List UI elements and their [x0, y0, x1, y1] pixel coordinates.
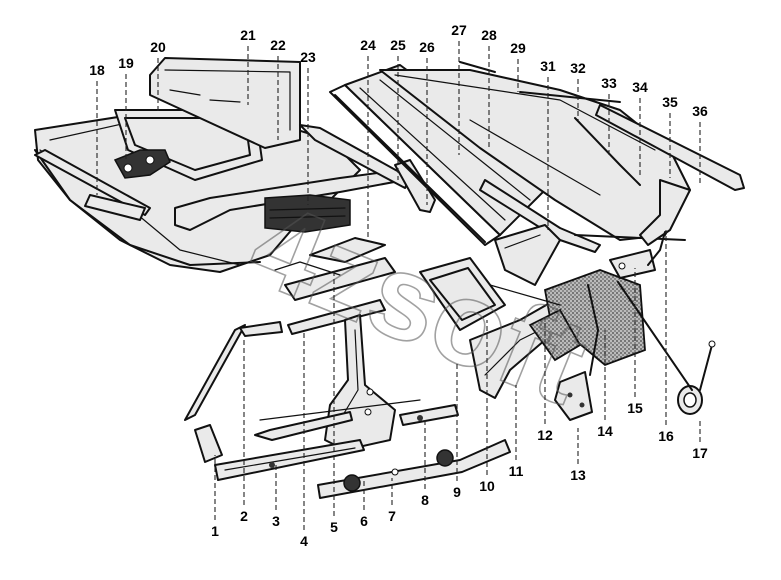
latch-assembly — [113, 149, 171, 179]
part-label-17: 17 — [692, 445, 708, 461]
torsion-rod — [489, 231, 693, 391]
svg-text:4zsoft: 4zsoft — [233, 176, 605, 430]
roof-trim-strip — [34, 149, 151, 221]
quarter-inner-panel — [528, 269, 646, 376]
inner-panel-frame — [419, 224, 561, 331]
part-label-21: 21 — [240, 27, 256, 43]
part-label-34: 34 — [632, 79, 648, 95]
hinge-bracket-right — [609, 249, 656, 279]
part-label-23: 23 — [300, 49, 316, 65]
part-label-22: 22 — [270, 37, 286, 53]
part-label-32: 32 — [570, 60, 586, 76]
part-label-8: 8 — [421, 492, 429, 508]
deck-hinge — [639, 179, 691, 246]
part-label-33: 33 — [601, 75, 617, 91]
part-label-14: 14 — [597, 423, 613, 439]
part-label-16: 16 — [658, 428, 674, 444]
part-label-27: 27 — [451, 22, 467, 38]
window-channel — [399, 404, 459, 426]
part-label-24: 24 — [360, 37, 376, 53]
hinge-small — [194, 424, 223, 463]
part-label-18: 18 — [89, 62, 105, 78]
part-label-2: 2 — [240, 508, 248, 524]
part-label-13: 13 — [570, 467, 586, 483]
part-label-19: 19 — [118, 55, 134, 71]
bracket-plate — [554, 371, 593, 421]
part-label-36: 36 — [692, 103, 708, 119]
side-strut — [184, 321, 283, 421]
part-label-31: 31 — [540, 58, 556, 74]
part-label-3: 3 — [272, 513, 280, 529]
part-label-28: 28 — [481, 27, 497, 43]
part-label-25: 25 — [390, 37, 406, 53]
part-label-15: 15 — [627, 400, 643, 416]
part-label-6: 6 — [360, 513, 368, 529]
part-label-20: 20 — [150, 39, 166, 55]
part-label-29: 29 — [510, 40, 526, 56]
part-label-11: 11 — [509, 463, 524, 479]
part-label-1: 1 — [211, 523, 219, 539]
part-label-9: 9 — [453, 484, 461, 500]
roof-glass-panel — [149, 57, 301, 149]
part-label-12: 12 — [537, 427, 553, 443]
part-label-4: 4 — [300, 533, 308, 549]
part-label-26: 26 — [419, 39, 435, 55]
lower-rail — [214, 439, 511, 499]
roof-side-bracket — [299, 124, 436, 213]
cross-rail-upper — [274, 237, 396, 335]
watermark: 4zsoft — [232, 175, 605, 431]
part-label-10: 10 — [479, 478, 495, 494]
part-label-35: 35 — [662, 94, 678, 110]
roof-rear-rail — [174, 169, 406, 233]
leader-lines — [96, 41, 701, 530]
part-label-7: 7 — [388, 508, 396, 524]
part-label-5: 5 — [330, 519, 338, 535]
